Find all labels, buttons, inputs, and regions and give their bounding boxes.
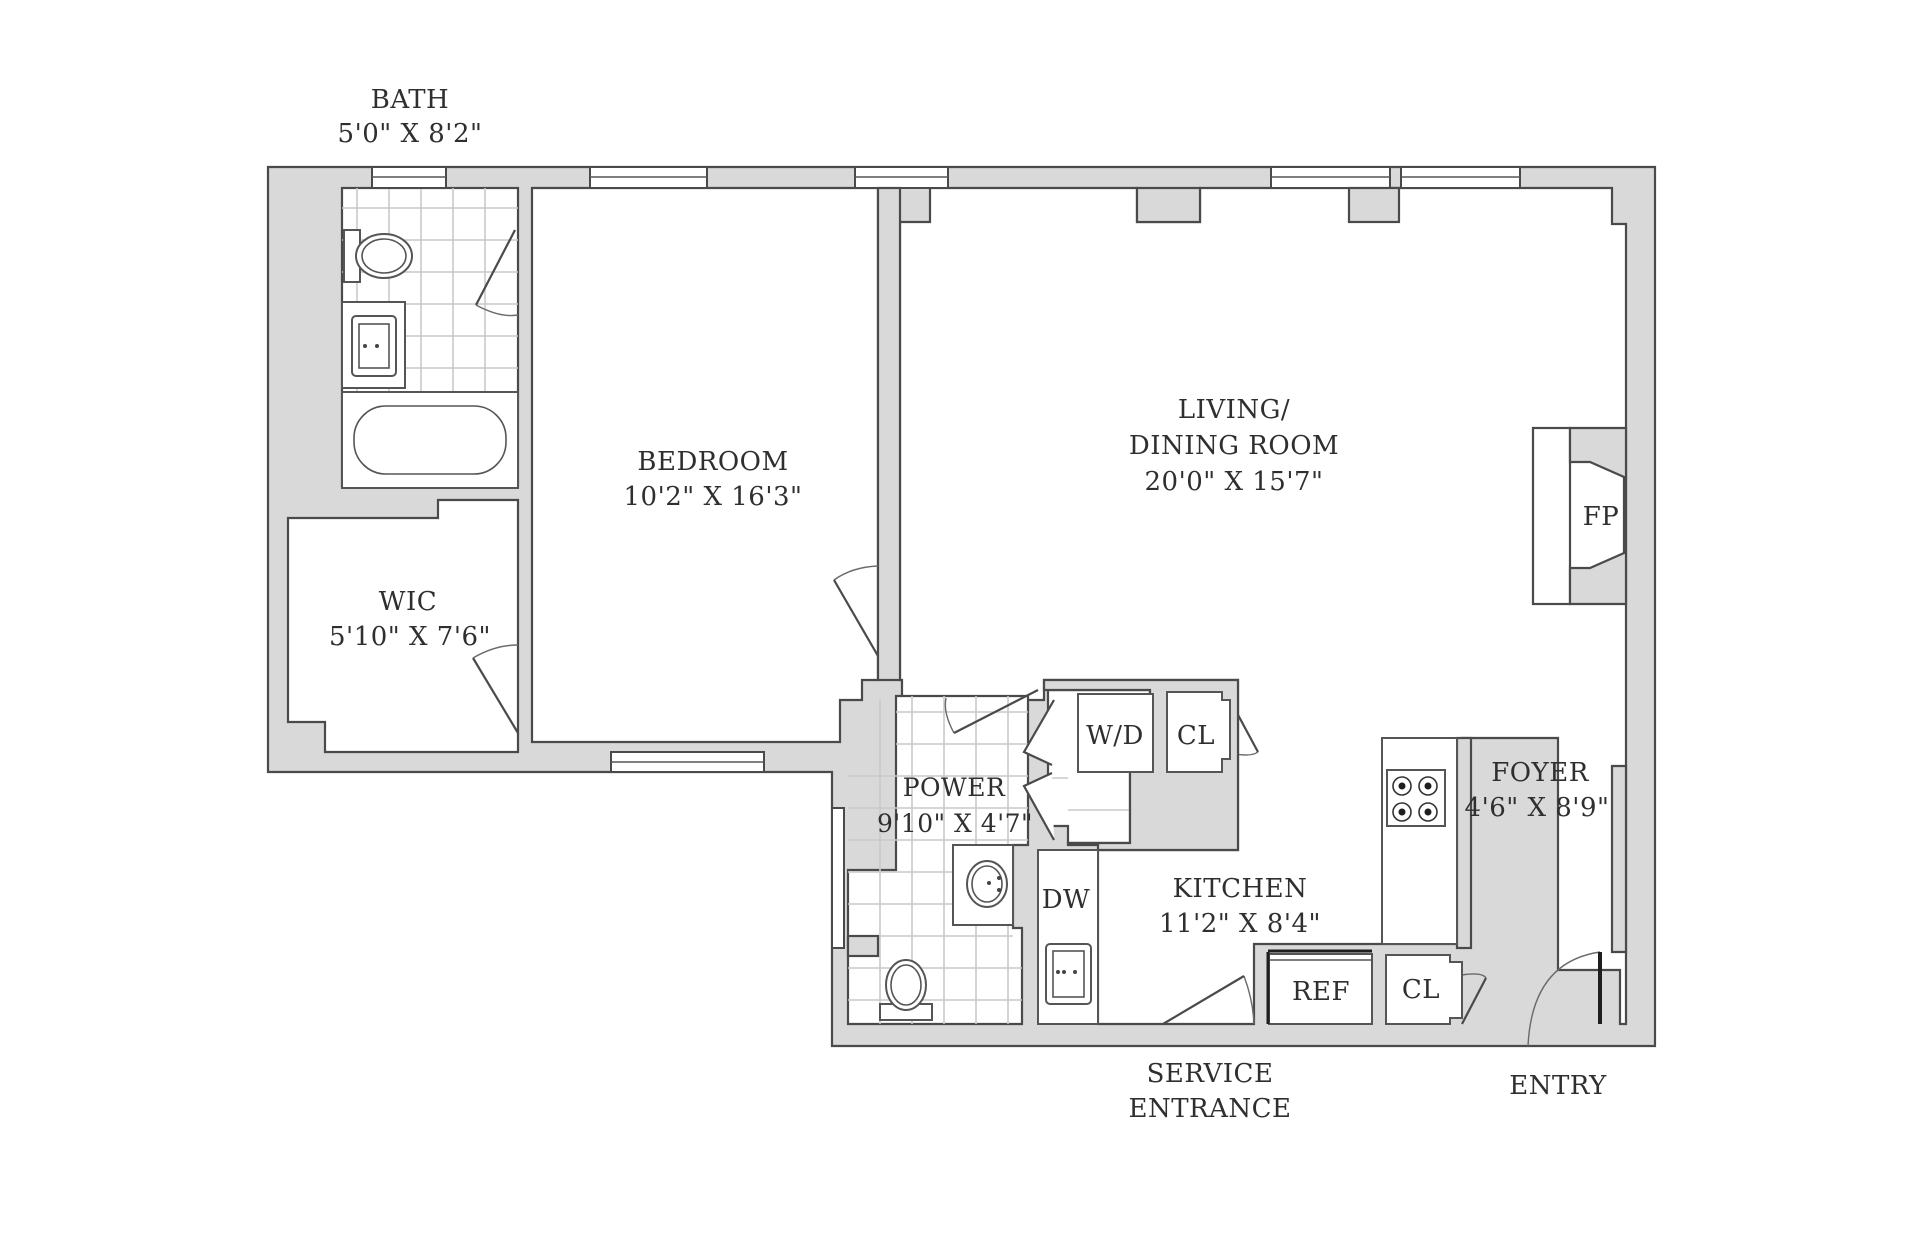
door-bedroom[interactable] xyxy=(833,565,879,657)
living-name-line2: DINING ROOM xyxy=(1129,431,1339,461)
sink-power xyxy=(952,844,1014,926)
bathtub xyxy=(341,391,519,489)
wic-dims: 5'10" X 7'6" xyxy=(329,622,491,652)
service-entrance-line2: ENTRANCE xyxy=(1128,1094,1291,1124)
door-power[interactable] xyxy=(944,689,1039,734)
dishwasher-label: DW xyxy=(1042,885,1091,915)
fireplace: FP xyxy=(1531,426,1628,606)
closet-lower: CL xyxy=(1385,954,1463,1025)
window-bedroom-bottom xyxy=(610,751,765,773)
entry-label: ENTRY xyxy=(1509,1071,1607,1101)
sink-bath xyxy=(341,301,406,389)
door-wd-bifold[interactable] xyxy=(1022,699,1055,841)
living-dims: 20'0" X 15'7" xyxy=(1144,467,1323,497)
window-living-2 xyxy=(1270,166,1391,189)
room-labels: BATH 5'0" X 8'2" WIC 5'10" X 7'6" BEDROO… xyxy=(329,85,1609,1124)
toilet-bath xyxy=(343,229,413,283)
fireplace-label: FP xyxy=(1583,502,1620,532)
wall-piers xyxy=(876,186,1401,682)
range-counter xyxy=(1381,736,1473,950)
bath-dims: 5'0" X 8'2" xyxy=(338,119,483,149)
windows xyxy=(371,166,1521,949)
door-closet-lower[interactable] xyxy=(1461,973,1487,1025)
door-wic[interactable] xyxy=(472,644,519,734)
service-entrance-line1: SERVICE xyxy=(1147,1059,1274,1089)
window-bedroom-top xyxy=(589,166,708,189)
closet-upper-label: CL xyxy=(1177,721,1215,751)
door-service[interactable] xyxy=(1162,975,1255,1025)
door-bath[interactable] xyxy=(475,229,519,317)
bedroom-name: BEDROOM xyxy=(637,447,788,477)
door-entry[interactable] xyxy=(1527,951,1602,1047)
power-name: POWER xyxy=(903,773,1006,802)
washer-dryer-label: W/D xyxy=(1086,721,1144,751)
power-dims: 9'10" X 4'7" xyxy=(877,809,1033,838)
foyer-wall-notch xyxy=(1610,764,1628,954)
window-power xyxy=(831,807,845,949)
living-name-line1: LIVING/ xyxy=(1178,395,1290,425)
power-wall-stub xyxy=(846,934,880,958)
refrigerator: REF xyxy=(1266,949,1373,1025)
window-living-3 xyxy=(1400,166,1521,189)
window-living-1 xyxy=(854,166,949,189)
wic-interior xyxy=(286,498,520,754)
toilet-power xyxy=(879,959,933,1021)
kitchen-counter: DW xyxy=(1037,849,1099,1025)
closet-lower-label: CL xyxy=(1402,975,1440,1005)
refrigerator-label: REF xyxy=(1292,977,1350,1007)
window-bath xyxy=(371,166,447,189)
kitchen-sink xyxy=(1045,943,1092,1005)
washer-dryer xyxy=(1077,693,1154,773)
stove-burners xyxy=(1392,776,1438,822)
kitchen-name: KITCHEN xyxy=(1173,874,1308,904)
foyer-name: FOYER xyxy=(1491,758,1589,788)
bedroom-dims: 10'2" X 16'3" xyxy=(623,482,802,512)
foyer-dims: 4'6" X 8'9" xyxy=(1465,793,1610,823)
power-room-interior xyxy=(846,694,1030,1026)
wd-closet-block: W/D CL xyxy=(1042,678,1240,852)
closet-upper xyxy=(1166,691,1231,773)
wic-name: WIC xyxy=(379,587,437,617)
kitchen-dims: 11'2" X 8'4" xyxy=(1159,909,1321,939)
bath-name: BATH xyxy=(371,85,449,115)
